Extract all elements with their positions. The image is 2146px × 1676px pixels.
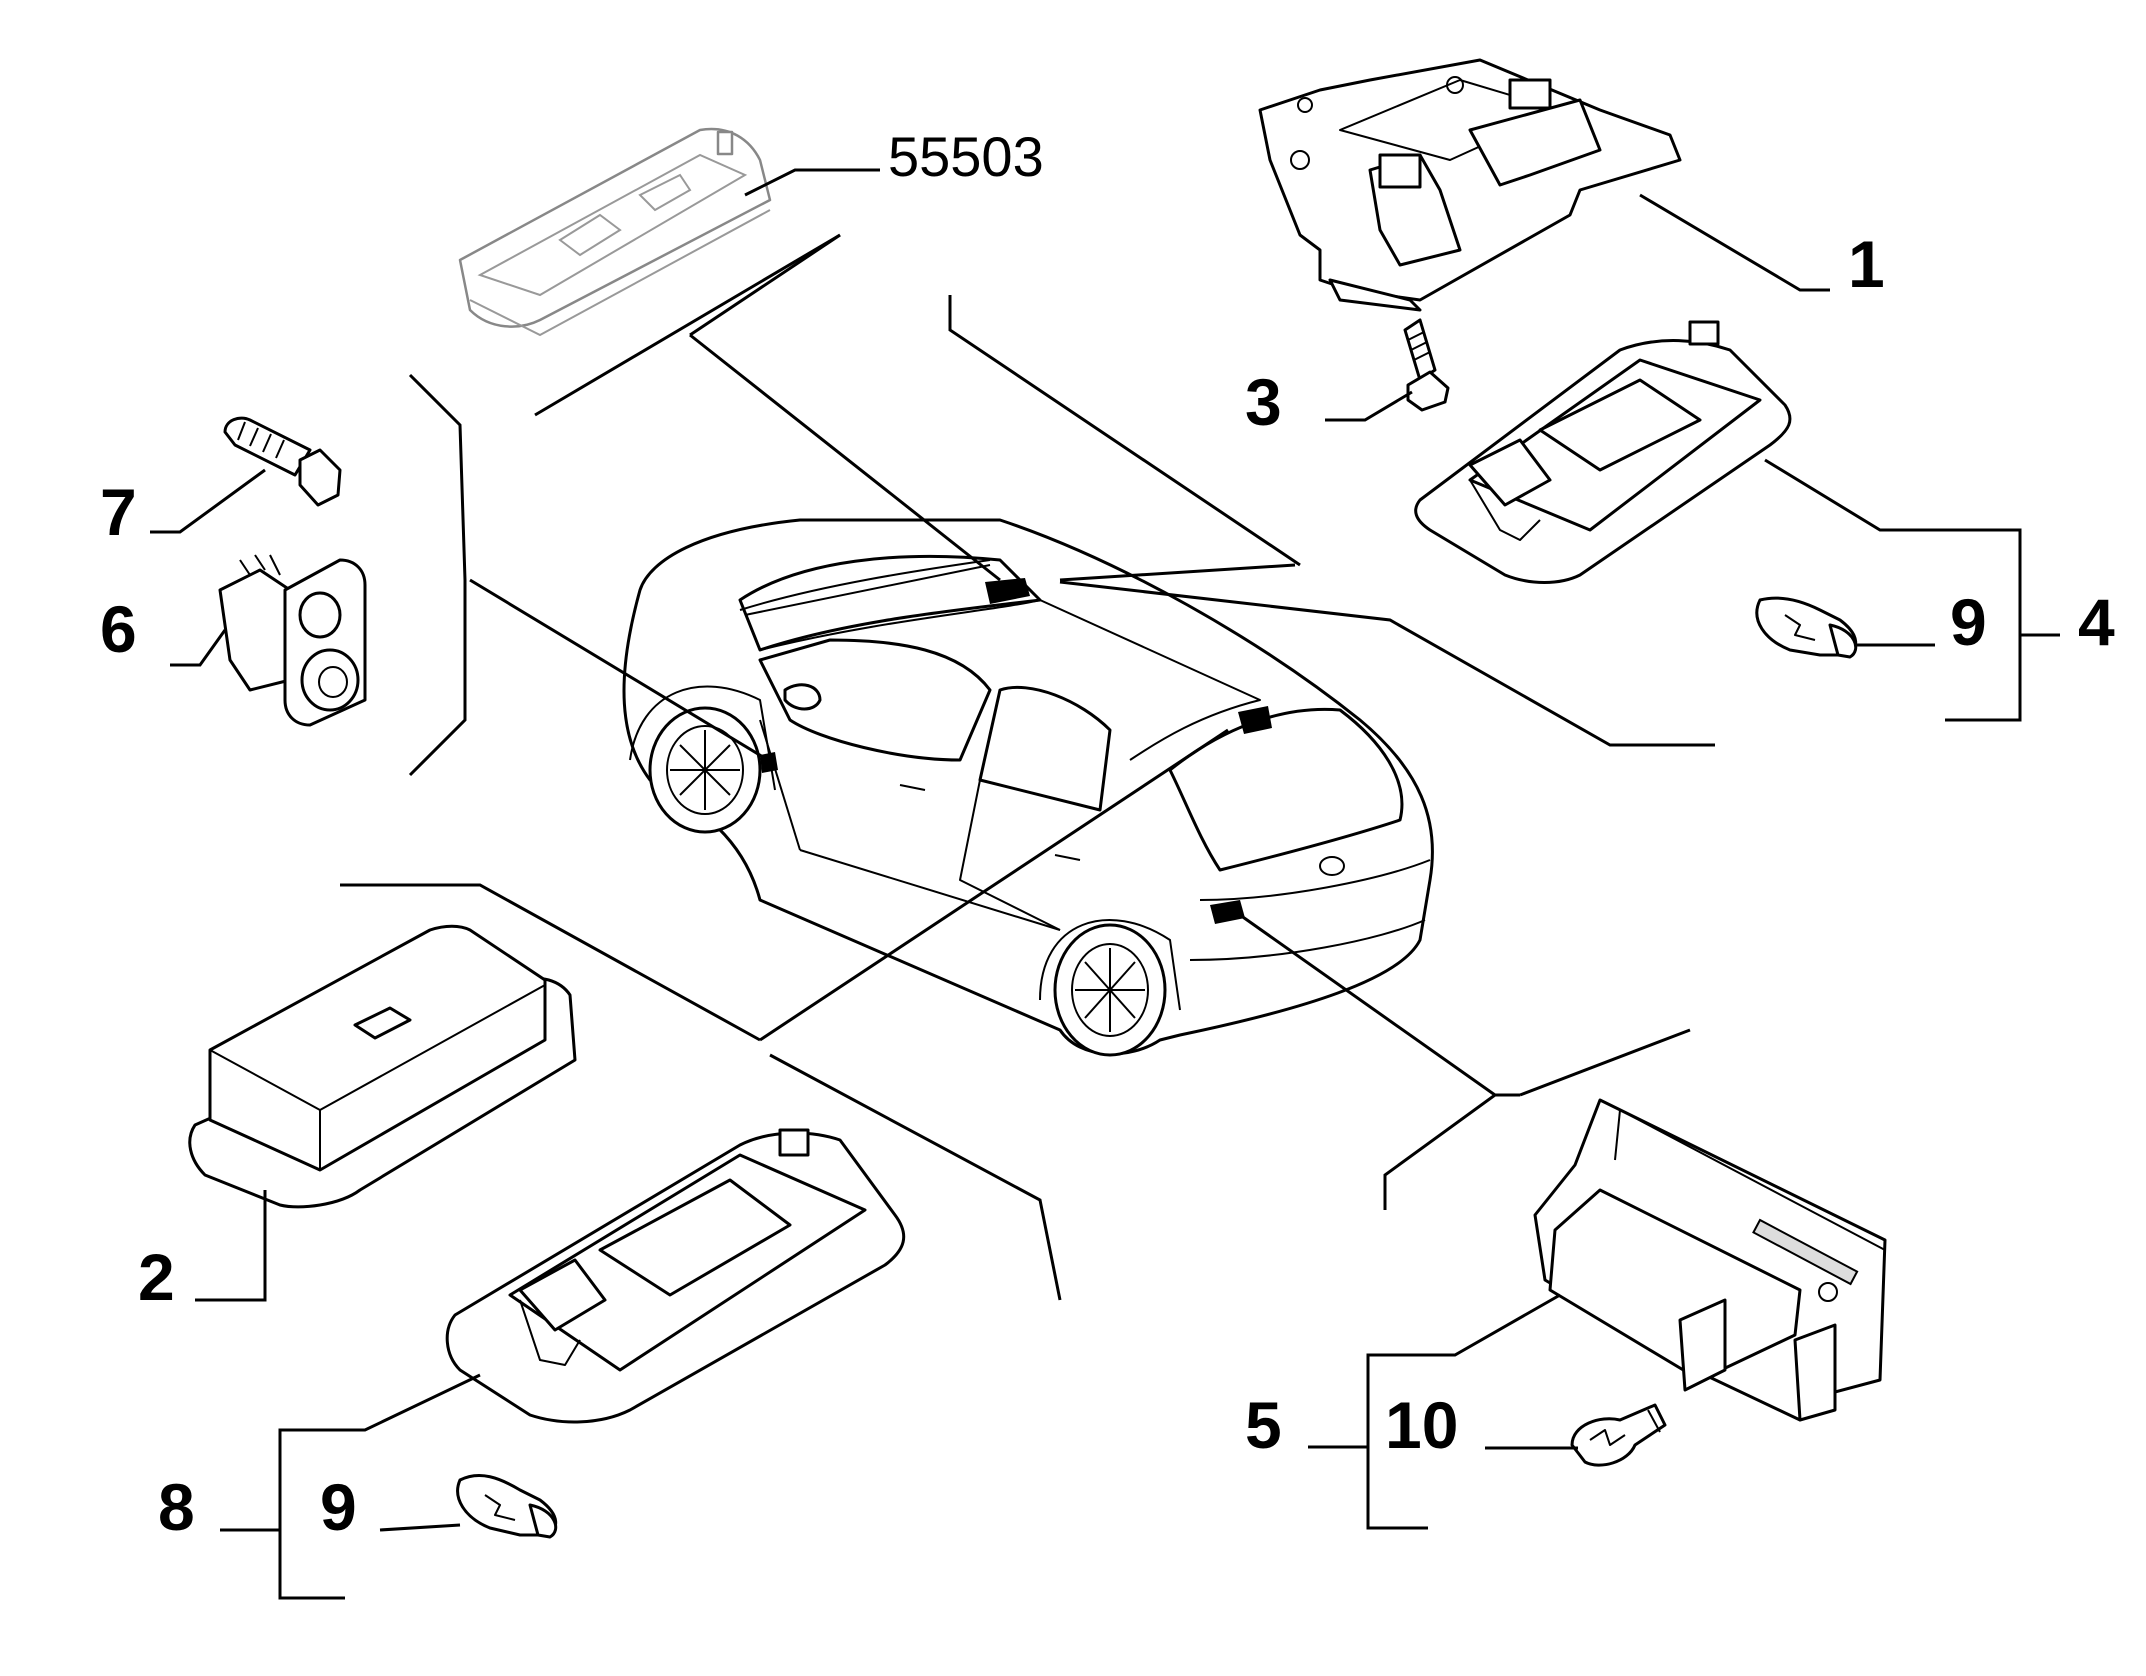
leader-8 (220, 1373, 481, 1600)
callout-3: 3 (1245, 365, 1282, 439)
location-pointer-lines (340, 233, 1715, 1301)
callout-7: 7 (100, 475, 137, 549)
leader-5 (1308, 1293, 1561, 1530)
part-55503-illustration (458, 127, 772, 337)
part-3-screw-illustration (1403, 318, 1450, 412)
part-10-bulb-illustration (1570, 1403, 1667, 1467)
leader-2 (195, 1190, 267, 1302)
leader-7 (150, 468, 266, 534)
reference-number-55503: 55503 (888, 125, 1044, 188)
leader-3 (1325, 390, 1413, 422)
callout-10: 10 (1385, 1388, 1458, 1462)
callout-8: 8 (158, 1470, 195, 1544)
part-2-cover-illustration (188, 924, 577, 1209)
part-5-housing-illustration (1533, 1098, 1887, 1422)
part-1-illustration (1258, 58, 1682, 312)
part-9-bulb-bottom-illustration (456, 1473, 558, 1539)
callout-2: 2 (138, 1240, 175, 1314)
leader-1 (1639, 193, 1830, 292)
car-illustration (622, 518, 1434, 1057)
part-7-bolt-illustration (223, 416, 342, 507)
part-9-bulb-top-illustration (1755, 596, 1858, 659)
callout-9-top: 9 (1950, 585, 1987, 659)
part-6-switch-illustration (218, 554, 367, 727)
leader-55503 (744, 168, 880, 197)
callout-6: 6 (100, 592, 137, 666)
callout-9-bottom: 9 (320, 1470, 357, 1544)
callout-5: 5 (1245, 1388, 1282, 1462)
leader-4 (1764, 458, 2060, 722)
callout-1: 1 (1848, 227, 1885, 301)
part-8-lamp-illustration (445, 1128, 906, 1424)
callout-4: 4 (2078, 585, 2115, 659)
leader-6 (170, 629, 227, 667)
part-4-lamp-illustration (1414, 320, 1792, 584)
leader-9-bottom (379, 1523, 461, 1532)
